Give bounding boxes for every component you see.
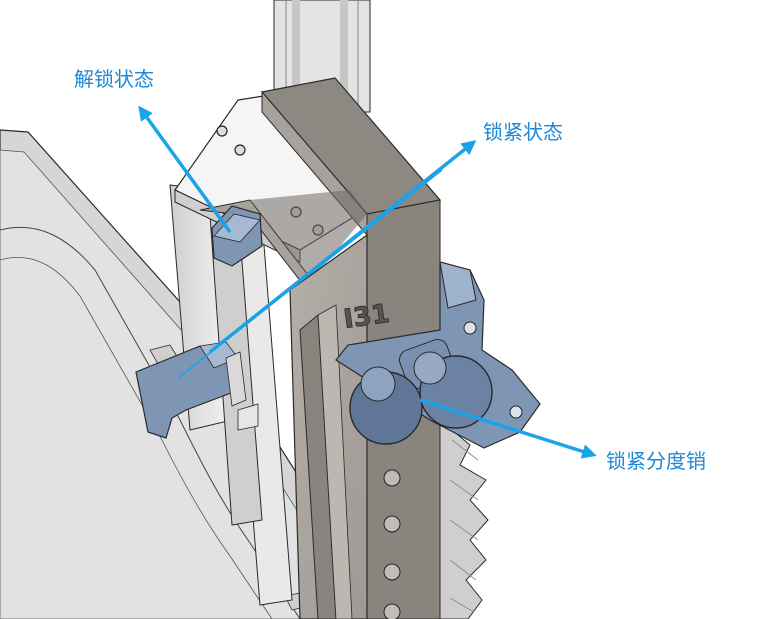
callout-label-lock: 锁紧状态 <box>483 120 563 144</box>
callout-label-pin: 锁紧分度销 <box>606 449 706 473</box>
lock-arrow <box>208 140 477 354</box>
part-marking: I31 <box>342 299 392 335</box>
index-pin-assembly <box>335 261 541 449</box>
screw-icon <box>234 144 246 156</box>
unlock-arrow <box>138 105 232 234</box>
serrated-rack <box>439 418 489 619</box>
screw-icon <box>216 125 228 137</box>
lock-latch <box>135 341 259 439</box>
callout-label-unlock: 解锁状态 <box>74 67 154 91</box>
unlock-latch <box>211 205 263 267</box>
index-holes <box>383 469 401 619</box>
lock-arrow-guide <box>177 169 443 379</box>
pin-arrow <box>419 398 597 459</box>
callout-arrows <box>138 105 597 459</box>
